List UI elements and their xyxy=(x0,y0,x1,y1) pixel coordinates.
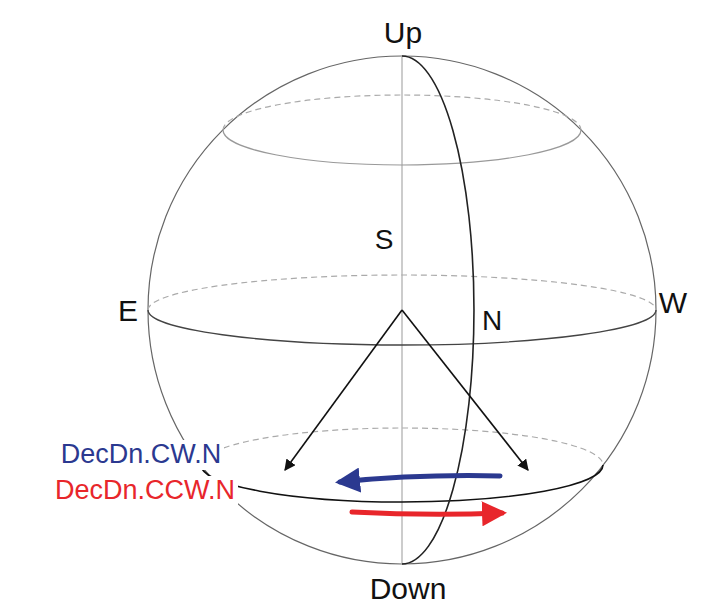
direction-vector xyxy=(285,310,402,470)
latitude-back xyxy=(201,428,603,465)
equator-front xyxy=(148,310,656,345)
latitude-front xyxy=(201,465,603,502)
meridian xyxy=(402,56,474,564)
direction-label: W xyxy=(659,286,687,319)
clockwise-arrow xyxy=(340,476,500,482)
direction-vector xyxy=(402,310,528,470)
direction-label: N xyxy=(482,306,502,337)
counterclockwise-arrow xyxy=(352,512,502,514)
latitude-back xyxy=(223,95,581,130)
latitude-front xyxy=(223,130,581,165)
rotation-label: DecDn.CW.N xyxy=(58,440,225,470)
direction-label: Down xyxy=(370,572,447,605)
rotation-label: DecDn.CCW.N xyxy=(52,476,238,506)
equator-back xyxy=(148,275,656,310)
direction-label: S xyxy=(375,225,394,256)
direction-label: Up xyxy=(384,16,422,49)
direction-label: E xyxy=(118,294,138,327)
